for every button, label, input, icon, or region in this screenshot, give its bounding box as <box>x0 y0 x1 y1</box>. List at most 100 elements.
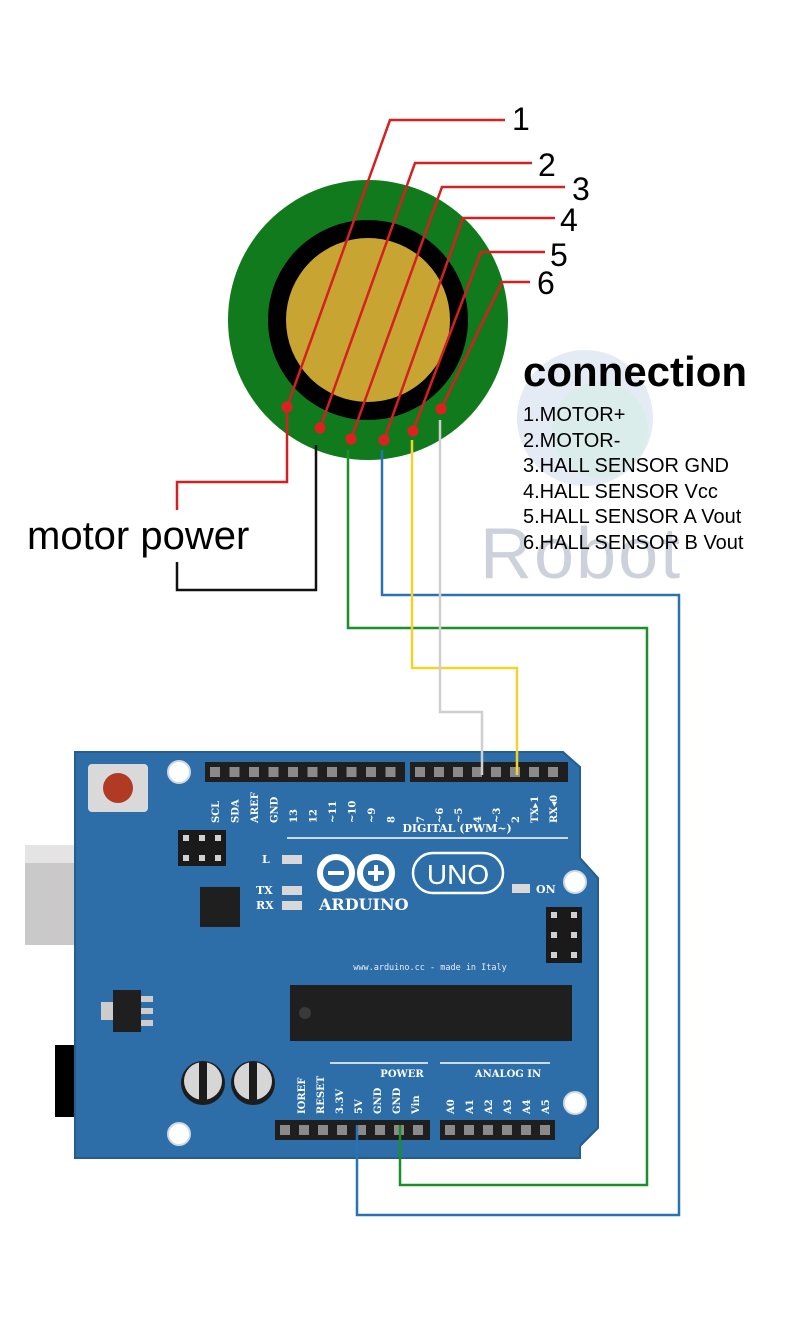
connection-item-1: 1.MOTOR+ <box>523 404 625 426</box>
header-pin <box>548 767 558 777</box>
arduino-website: www.arduino.cc - made in Italy <box>353 963 507 973</box>
mounting-hole-right-upper <box>563 870 587 894</box>
header-pin <box>540 1125 550 1135</box>
motor-pin-2 <box>314 422 326 434</box>
header-pin <box>445 1125 455 1135</box>
analog-header <box>440 1120 555 1140</box>
header-pin <box>413 1125 423 1135</box>
icsp-header-left <box>178 830 226 866</box>
digital-header-label: DIGITAL (PWM~) <box>402 822 511 835</box>
connection-item-4: 4.HALL SENSOR Vcc <box>523 481 718 503</box>
digital-pin-label: 2 <box>511 816 522 823</box>
header-pin <box>521 1125 531 1135</box>
led-tx <box>282 886 302 895</box>
motor-power-label: motor power <box>27 514 249 558</box>
pin-number-2: 2 <box>538 147 556 183</box>
uno-badge <box>411 851 505 895</box>
digital-pin-label: ~9 <box>367 808 378 823</box>
leader-line-4 <box>382 216 555 441</box>
power-pin-label: 5V <box>354 1099 365 1114</box>
icsp-header-right <box>546 907 582 963</box>
pin-number-4: 4 <box>560 202 578 238</box>
header-pin <box>280 1125 290 1135</box>
pin-number-6: 6 <box>537 265 555 301</box>
analog-pin-label: A2 <box>484 1099 495 1115</box>
digital-pin-label: RX◂0 <box>549 795 560 823</box>
hall-gnd-wire <box>346 450 649 1187</box>
header-pin <box>510 767 520 777</box>
digital-pin-label: ~5 <box>454 808 465 823</box>
digital-pin-label: SDA <box>231 799 242 823</box>
atmega-chip <box>290 985 572 1041</box>
digital-pin-label: SCL <box>211 801 222 823</box>
connection-legend: connection 1.MOTOR+ 2.MOTOR- 3.HALL SENS… <box>523 348 747 554</box>
header-pin <box>346 767 357 777</box>
header-pin <box>327 767 337 777</box>
header-pin <box>415 767 425 777</box>
analog-pin-label: A0 <box>446 1099 457 1115</box>
motor-pin-6 <box>435 403 447 415</box>
header-pin <box>249 767 259 777</box>
header-pin <box>366 767 376 777</box>
analog-pin-label: A3 <box>503 1099 514 1115</box>
connection-item-5: 5.HALL SENSOR A Vout <box>523 506 742 528</box>
voltage-regulator <box>101 990 153 1032</box>
connection-item-3: 3.HALL SENSOR GND <box>523 455 729 477</box>
led-l-label: L <box>262 853 270 866</box>
header-pin <box>268 767 279 777</box>
status-leds: L TX RX ON <box>256 853 556 912</box>
connection-item-6: 6.HALL SENSOR B Vout <box>523 532 744 554</box>
pin-number-1: 1 <box>512 101 530 137</box>
digital-pin-label: 8 <box>387 816 398 823</box>
connection-item-2: 2.MOTOR- <box>523 430 620 452</box>
power-pin-label: IOREF <box>297 1078 308 1114</box>
pin-numbers: 1 2 3 4 5 6 <box>512 101 590 301</box>
header-pin <box>337 1125 347 1135</box>
reset-button <box>103 773 133 803</box>
analog-pin-label: A1 <box>465 1099 476 1115</box>
digital-pin-label: ~3 <box>492 808 503 823</box>
analog-pin-label: A4 <box>522 1099 533 1115</box>
motor-connector <box>228 180 508 460</box>
digital-pin-label: ~6 <box>435 808 446 823</box>
pcb-edge <box>74 751 599 1159</box>
motor-pin-4 <box>378 434 390 446</box>
digital-pin-label: AREF <box>250 792 261 824</box>
pin-leader-lines <box>285 118 565 441</box>
header-pin <box>483 1125 493 1135</box>
watermark-text: Robot <box>480 514 682 594</box>
led-l <box>282 855 302 864</box>
motor-minus-wire <box>175 445 318 592</box>
capacitors <box>181 1061 275 1105</box>
watermark-circle <box>517 350 653 486</box>
header-pin <box>491 767 501 777</box>
led-rx <box>282 901 302 910</box>
digital-pin-label: ~10 <box>348 801 359 823</box>
header-pin <box>464 1125 474 1135</box>
leader-line-5 <box>411 250 545 432</box>
led-tx-label: TX <box>256 884 273 897</box>
digital-header-left <box>205 762 405 782</box>
arduino-board: www.arduino.cc - made in Italy <box>25 751 599 1159</box>
motor-pin-5 <box>407 425 419 437</box>
power-pin-label: GND <box>392 1087 403 1114</box>
power-pin-label: RESET <box>316 1075 327 1114</box>
header-pin <box>356 1125 366 1135</box>
header-pin <box>385 767 396 777</box>
digital-pin-label: ~11 <box>328 801 339 823</box>
hall-sensor-wires <box>346 420 681 1217</box>
arduino-brand: ARDUINO <box>318 895 409 914</box>
motor-plus-wire <box>175 407 289 510</box>
header-pin <box>502 1125 512 1135</box>
header-pin <box>229 767 240 777</box>
mounting-hole-top-left <box>167 760 191 784</box>
leader-line-2 <box>318 161 532 429</box>
connection-title: connection <box>523 348 747 395</box>
analog-header-label: ANALOG IN <box>474 1069 541 1080</box>
led-rx-label: RX <box>256 899 274 912</box>
